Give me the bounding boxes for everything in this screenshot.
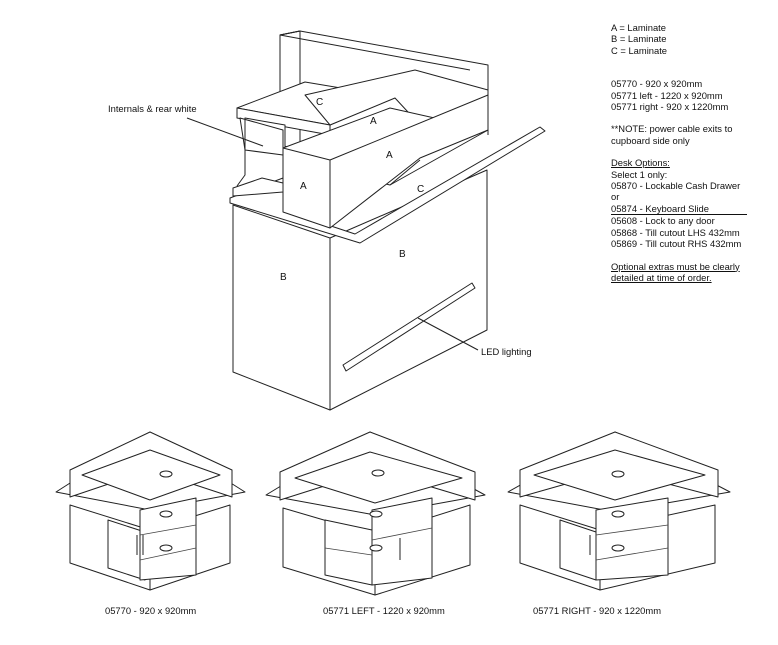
caption-05771-right: 05771 RIGHT - 920 x 1220mm bbox=[533, 605, 662, 616]
extra-lock: 05608 - Lock to any door bbox=[611, 215, 715, 227]
main-desk bbox=[186, 30, 546, 411]
optional-line-1: Optional extras must be clearly bbox=[611, 260, 740, 272]
led-leader bbox=[417, 317, 479, 351]
corner-desk-05771-right bbox=[507, 431, 731, 591]
led-strip bbox=[342, 282, 476, 372]
size-05771-right: 05771 right - 920 x 1220mm bbox=[611, 101, 729, 113]
material-c: C = Laminate bbox=[611, 44, 668, 56]
face-letter-c-top: C bbox=[316, 97, 323, 108]
material-b: B = Laminate bbox=[611, 33, 667, 45]
optional-line-2: detailed at time of order. bbox=[611, 271, 712, 283]
face-letter-c-desk: C bbox=[417, 184, 424, 195]
extra-till-rhs: 05869 - Till cutout RHS 432mm bbox=[611, 238, 742, 250]
desk-options-heading: Desk Options: bbox=[611, 157, 670, 169]
size-05770: 05770 - 920 x 920mm bbox=[611, 78, 703, 90]
body-left-face bbox=[232, 204, 331, 411]
caption-05771-left: 05771 LEFT - 1220 x 920mm bbox=[323, 605, 445, 616]
size-05771-left: 05771 left - 1220 x 920mm bbox=[611, 89, 723, 101]
note-line-1: **NOTE: power cable exits to bbox=[611, 123, 733, 135]
desk-options-line-2: 05870 - Lockable Cash Drawer bbox=[611, 180, 741, 192]
extra-till-lhs: 05868 - Till cutout LHS 432mm bbox=[611, 226, 740, 238]
corner-desk-05771-left bbox=[265, 431, 486, 596]
face-letter-b-left: B bbox=[280, 272, 287, 283]
face-letter-a-upper: A bbox=[370, 116, 377, 127]
corner-desk-05770 bbox=[55, 431, 246, 591]
desk-options-line-3: or bbox=[611, 191, 620, 203]
desk-options-line-4: 05874 - Keyboard Slide bbox=[611, 202, 709, 214]
caption-05770: 05770 - 920 x 920mm bbox=[105, 605, 197, 616]
internals-leader bbox=[186, 117, 264, 147]
internals-callout: Internals & rear white bbox=[108, 103, 197, 114]
material-a: A = Laminate bbox=[611, 22, 666, 33]
face-letter-a-front: A bbox=[386, 150, 393, 161]
note-line-2: cupboard side only bbox=[611, 134, 690, 146]
divider-rule bbox=[611, 214, 747, 216]
face-letter-a-end: A bbox=[300, 181, 307, 192]
desk-options-line-1: Select 1 only: bbox=[611, 168, 668, 180]
face-letter-b-right: B bbox=[399, 249, 406, 260]
led-callout: LED lighting bbox=[481, 346, 532, 357]
info-panel: A = Laminate B = Laminate C = Laminate 0… bbox=[611, 22, 747, 283]
